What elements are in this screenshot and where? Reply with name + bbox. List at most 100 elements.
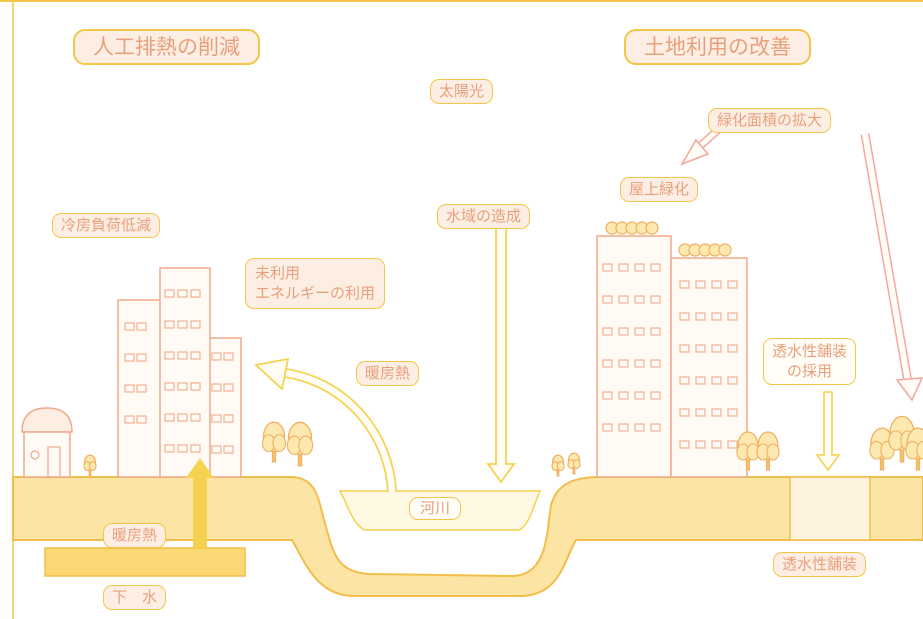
window: [177, 320, 188, 329]
window: [711, 376, 722, 385]
window: [650, 263, 661, 272]
window: [177, 351, 188, 360]
label-rooftop-greening: 屋上緑化: [620, 177, 699, 203]
sewer-pipe: [44, 547, 246, 577]
window: [124, 322, 135, 331]
window: [634, 391, 645, 400]
label-permeable-adoption-line1: 透水性舗装: [772, 342, 848, 360]
window: [602, 327, 613, 336]
left-buildings: [117, 267, 242, 478]
window: [136, 415, 147, 424]
window: [211, 414, 222, 423]
label-cooling-load: 冷房負荷低減: [52, 213, 161, 239]
label-permeable-adoption: 透水性舗装 の採用: [763, 338, 857, 385]
window: [650, 327, 661, 336]
window: [634, 327, 645, 336]
window: [727, 376, 738, 385]
tree-icon: [286, 421, 314, 467]
window: [650, 391, 661, 400]
window: [223, 445, 234, 454]
window: [679, 440, 690, 449]
window: [695, 408, 706, 417]
window: [679, 408, 690, 417]
window: [618, 359, 629, 368]
window: [164, 320, 175, 329]
rooftop-greening-arrow: [680, 127, 721, 166]
window: [164, 413, 175, 422]
window: [727, 440, 738, 449]
label-permeable-adoption-line2: の採用: [787, 361, 833, 380]
window: [177, 289, 188, 298]
window: [211, 383, 222, 392]
window: [602, 423, 613, 432]
heading-reduce-waste-heat: 人工排熱の削減: [73, 29, 260, 66]
tree-icon: [736, 431, 760, 471]
window: [190, 351, 201, 360]
label-sewage: 下 水: [103, 585, 167, 611]
greening-expansion-arrow: [860, 133, 923, 402]
window: [602, 359, 613, 368]
label-water-area: 水域の造成: [437, 204, 531, 230]
label-heating-heat-sewer: 暖房熱: [103, 523, 167, 549]
window: [695, 344, 706, 353]
window: [695, 280, 706, 289]
window: [634, 359, 645, 368]
window: [650, 423, 661, 432]
window: [711, 280, 722, 289]
window: [190, 289, 201, 298]
label-river: 河川: [409, 497, 462, 521]
house-icon: [21, 407, 73, 478]
building-windows: [124, 289, 234, 454]
window: [650, 359, 661, 368]
permeable-pavement-patch: [789, 476, 871, 541]
window: [695, 376, 706, 385]
window: [164, 444, 175, 453]
window: [124, 415, 135, 424]
window: [223, 414, 234, 423]
tree-icon: [905, 427, 923, 471]
window: [711, 344, 722, 353]
window: [136, 384, 147, 393]
arrows: [186, 127, 923, 548]
right-buildings: [596, 221, 748, 478]
tree-icon: [83, 454, 97, 477]
window: [695, 312, 706, 321]
window: [164, 382, 175, 391]
window: [136, 322, 147, 331]
window: [695, 440, 706, 449]
trees: [83, 415, 923, 477]
window: [211, 445, 222, 454]
window: [727, 280, 738, 289]
window: [679, 376, 690, 385]
tree-icon: [869, 427, 895, 471]
window: [634, 263, 645, 272]
window: [124, 353, 135, 362]
tree-icon: [261, 421, 287, 463]
window: [618, 391, 629, 400]
window: [223, 352, 234, 361]
window: [634, 423, 645, 432]
window: [190, 320, 201, 329]
tree-icon: [567, 452, 581, 475]
heating-heat-arrow: [254, 357, 397, 493]
window: [618, 423, 629, 432]
window: [602, 295, 613, 304]
window: [711, 440, 722, 449]
ground: [12, 476, 923, 597]
water-area-arrow: [486, 224, 516, 484]
label-heating-heat: 暖房熱: [356, 361, 420, 387]
window: [177, 444, 188, 453]
label-permeable-pavement: 透水性舗装: [773, 552, 867, 578]
window: [190, 382, 201, 391]
heading-improve-land-use: 土地利用の改善: [624, 29, 811, 66]
window: [679, 312, 690, 321]
window: [618, 327, 629, 336]
window: [602, 263, 613, 272]
window: [634, 295, 645, 304]
tree-icon: [756, 431, 780, 471]
window: [136, 353, 147, 362]
window: [164, 351, 175, 360]
tree-icon: [551, 454, 565, 477]
window: [711, 408, 722, 417]
